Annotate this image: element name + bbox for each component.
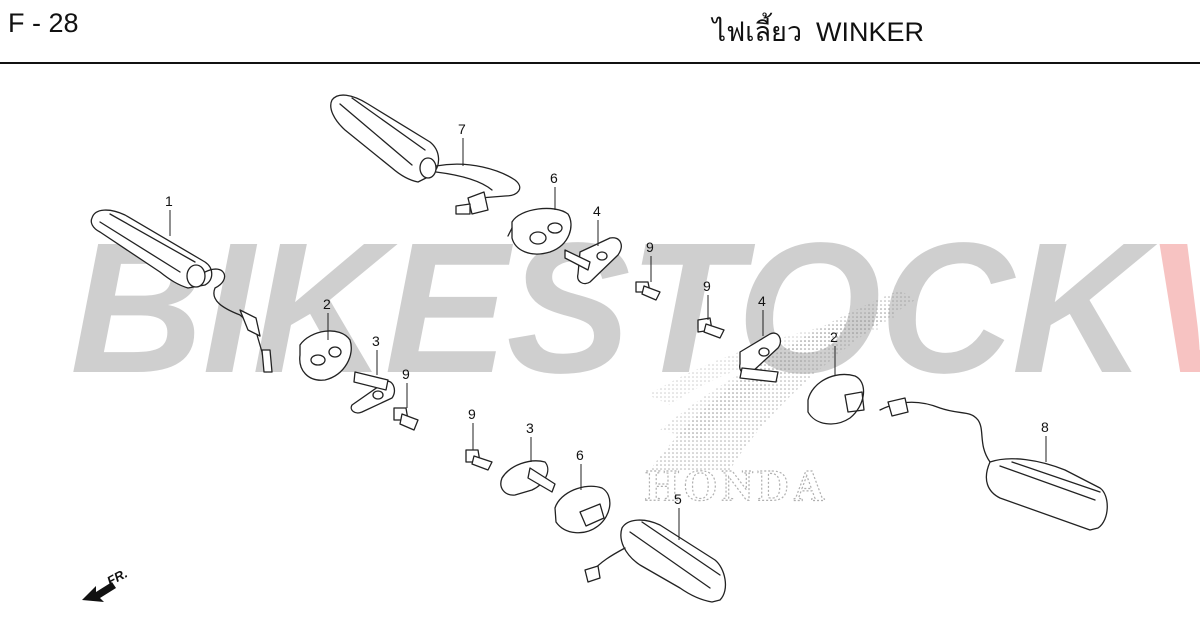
grommet-part-6-upper: [507, 207, 572, 255]
callout-2-right: 2: [830, 329, 838, 345]
header-rule: [0, 62, 1200, 64]
page-title: ไฟเลี้ยว WINKER: [713, 10, 924, 53]
front-direction-indicator: FR.: [82, 566, 130, 602]
callout-6-upper: 6: [550, 170, 558, 186]
winker-part-1: [90, 209, 273, 373]
plate-part-4-right: [739, 332, 782, 383]
callout-9-c: 9: [402, 366, 410, 382]
page-title-english: WINKER: [816, 17, 924, 47]
winker-part-8: [879, 397, 1108, 531]
leader-lines: [169, 138, 1047, 540]
callouts: 1 2 3 9 7 6 4 9 9 4 2 8 9 3 6 5: [165, 121, 1049, 507]
bolt-part-9-c: [393, 407, 419, 431]
honda-wordmark: HONDA: [645, 461, 829, 510]
callout-9-d: 9: [468, 406, 476, 422]
grommet-part-6-lower: [554, 485, 611, 534]
plate-part-3-left: [350, 371, 396, 414]
plate-part-4-upper: [564, 237, 622, 285]
callout-9-b: 9: [703, 278, 711, 294]
callout-7: 7: [458, 121, 466, 137]
honda-wing-logo: HONDA: [644, 290, 915, 511]
callout-9-a: 9: [646, 239, 654, 255]
bolt-part-9-b: [697, 317, 725, 339]
callout-8: 8: [1041, 419, 1049, 435]
plate-part-3-lower: [500, 460, 556, 496]
callout-5: 5: [674, 491, 682, 507]
page-title-thai: ไฟเลี้ยว: [712, 17, 802, 47]
callout-3-left: 3: [372, 333, 380, 349]
callout-1: 1: [165, 193, 173, 209]
grommet-part-2-left: [299, 330, 352, 381]
arrow-icon: [82, 582, 116, 602]
callout-4-upper: 4: [593, 203, 601, 219]
callout-2-left: 2: [323, 296, 331, 312]
winker-part-5: [584, 519, 727, 603]
callout-3-lower: 3: [526, 420, 534, 436]
page-code: F - 28: [8, 8, 79, 38]
winker-part-7: [330, 94, 521, 215]
bolt-part-9-a: [635, 281, 661, 301]
callout-6-lower: 6: [576, 447, 584, 463]
grommet-part-2-right: [807, 373, 865, 425]
bolt-part-9-d: [465, 449, 493, 471]
callout-4-right: 4: [758, 293, 766, 309]
